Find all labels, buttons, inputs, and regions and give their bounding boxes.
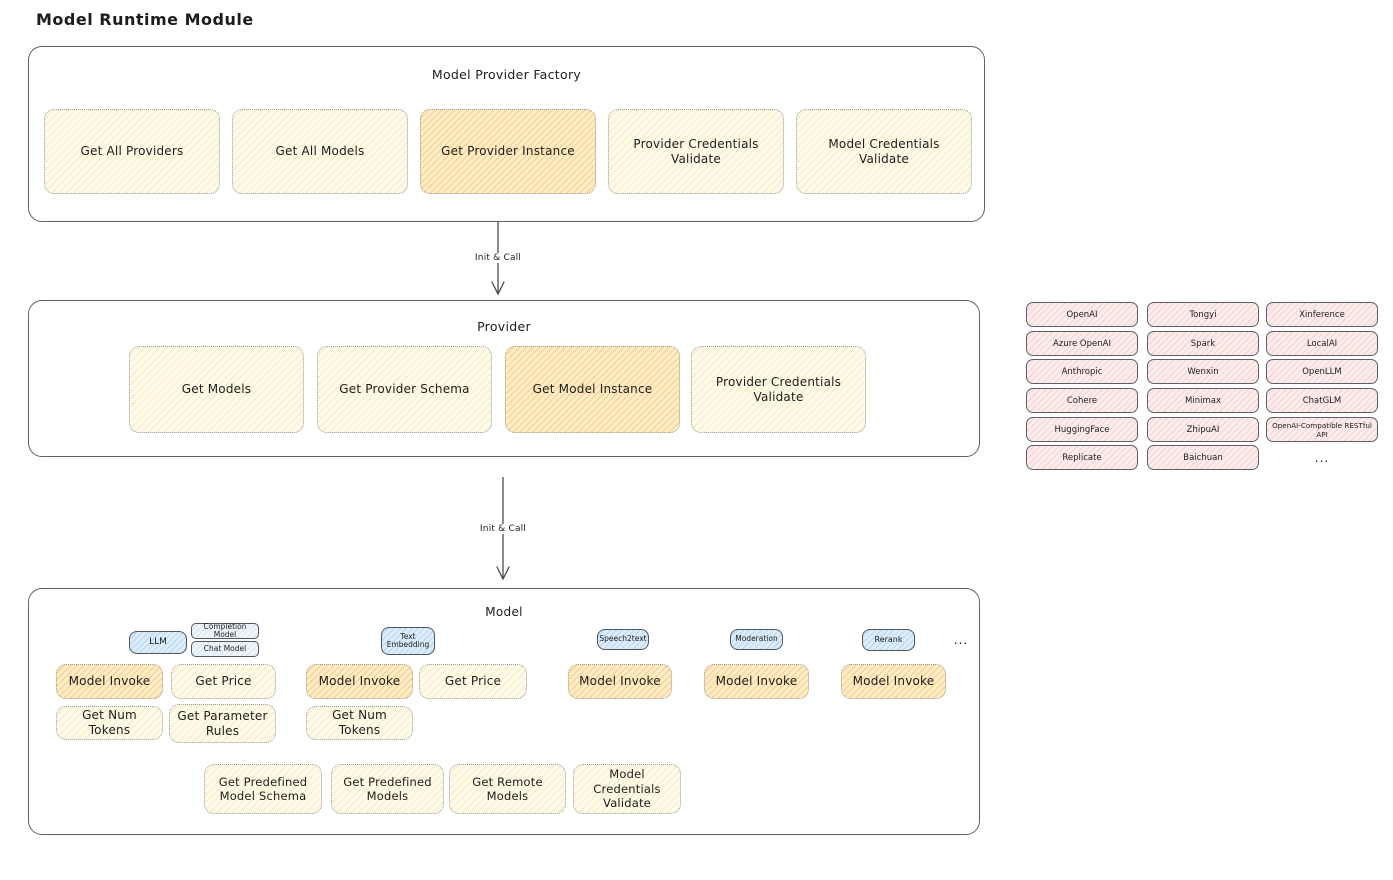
tab-text-embedding: Text Embedding [381, 627, 435, 655]
op-get-models: Get Models [129, 346, 304, 433]
model-title: Model [485, 605, 523, 619]
tab-moderation: Moderation [730, 629, 783, 650]
tab-completion-model: Completion Model [191, 622, 259, 639]
model-tabs-ellipsis: ... [953, 633, 969, 647]
op-get-all-providers: Get All Providers [44, 109, 220, 194]
op-embedding-model-invoke: Model Invoke [306, 664, 413, 699]
provider-chip-spark: Spark [1147, 331, 1259, 356]
model-panel: Model LLM Completion Model Chat Model Te… [28, 588, 995, 850]
provider-chip-baichuan: Baichuan [1147, 445, 1259, 470]
op-get-predefined-model-schema: Get Predefined Model Schema [204, 764, 322, 814]
op-moderation-model-invoke: Model Invoke [704, 664, 809, 699]
provider-chip-openllm: OpenLLM [1266, 359, 1378, 384]
provider-chip-huggingface: HuggingFace [1026, 417, 1138, 442]
op-get-provider-schema: Get Provider Schema [317, 346, 492, 433]
op-get-all-models: Get All Models [232, 109, 408, 194]
op-llm-get-parameter-rules: Get Parameter Rules [169, 704, 276, 743]
op-get-model-instance: Get Model Instance [505, 346, 680, 433]
provider-chip-replicate: Replicate [1026, 445, 1138, 470]
tab-rerank: Rerank [862, 629, 915, 651]
provider-chips-ellipsis: ... [1314, 450, 1330, 465]
arrow-label-init-call-2: Init & Call [475, 524, 531, 534]
provider-chip-xinference: Xinference [1266, 302, 1378, 327]
op-rerank-model-invoke: Model Invoke [841, 664, 946, 699]
model-provider-factory-panel: Model Provider Factory Get All Providers… [28, 46, 985, 222]
op-model-credentials-validate-2: Model Credentials Validate [573, 764, 681, 814]
tab-llm: LLM [129, 631, 187, 654]
tab-speech2text: Speech2text [597, 629, 649, 650]
provider-chip-openai: OpenAI [1026, 302, 1138, 327]
op-get-predefined-models: Get Predefined Models [331, 764, 444, 814]
provider-chip-zhipuai: ZhipuAI [1147, 417, 1259, 442]
tab-chat-model: Chat Model [191, 641, 259, 657]
provider-chip-minimax: Minimax [1147, 388, 1259, 413]
diagram-title: Model Runtime Module [36, 10, 254, 29]
provider-chip-azure-openai: Azure OpenAI [1026, 331, 1138, 356]
provider-chip-openai-compatible: OpenAI-Compatible RESTful API [1266, 417, 1378, 442]
provider-chip-chatglm: ChatGLM [1266, 388, 1378, 413]
provider-panel: Provider Get Models Get Provider Schema … [28, 300, 995, 472]
provider-chip-wenxin: Wenxin [1147, 359, 1259, 384]
op-llm-get-num-tokens: Get Num Tokens [56, 706, 163, 740]
op-provider-credentials-validate-2: Provider Credentials Validate [691, 346, 866, 433]
op-embedding-get-num-tokens: Get Num Tokens [306, 706, 413, 740]
op-llm-get-price: Get Price [171, 664, 276, 699]
provider-chip-anthropic: Anthropic [1026, 359, 1138, 384]
provider-chip-tongyi: Tongyi [1147, 302, 1259, 327]
op-get-remote-models: Get Remote Models [449, 764, 566, 814]
factory-title: Model Provider Factory [431, 67, 582, 82]
provider-title: Provider [477, 319, 531, 334]
op-provider-credentials-validate: Provider Credentials Validate [608, 109, 784, 194]
op-embedding-get-price: Get Price [419, 664, 527, 699]
arrow-label-init-call-1: Init & Call [470, 253, 526, 263]
op-llm-model-invoke: Model Invoke [56, 664, 163, 699]
provider-chip-localai: LocalAI [1266, 331, 1378, 356]
op-speech2text-model-invoke: Model Invoke [568, 664, 672, 699]
op-get-provider-instance: Get Provider Instance [420, 109, 596, 194]
provider-chip-cohere: Cohere [1026, 388, 1138, 413]
op-model-credentials-validate: Model Credentials Validate [796, 109, 972, 194]
